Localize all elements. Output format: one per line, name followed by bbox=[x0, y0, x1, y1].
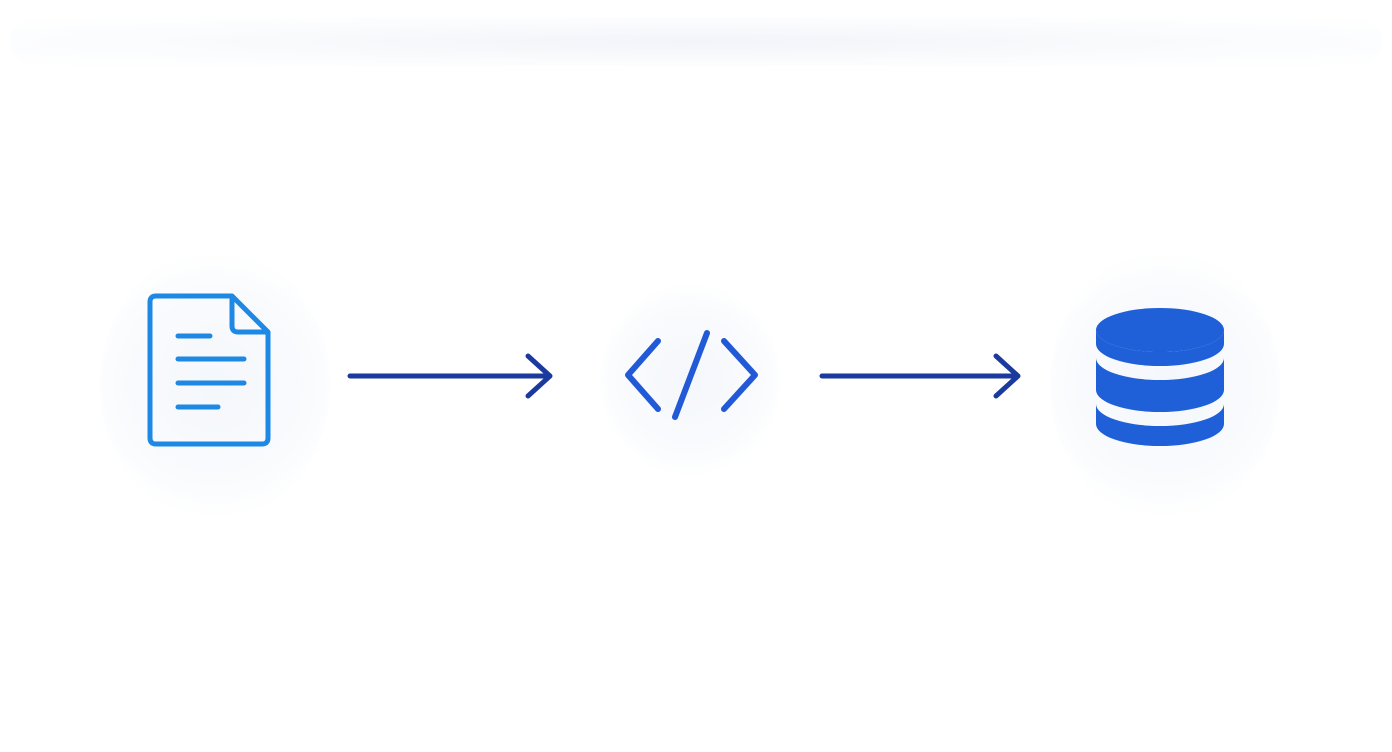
arrow-document-to-code bbox=[344, 350, 556, 402]
arrow-right-icon bbox=[347, 353, 553, 399]
code-node bbox=[620, 325, 765, 425]
document-icon bbox=[147, 293, 271, 447]
arrow-right-icon bbox=[819, 353, 1021, 399]
database-node bbox=[1090, 300, 1230, 455]
code-brackets-icon bbox=[625, 330, 758, 420]
arrow-code-to-database bbox=[816, 350, 1024, 402]
database-icon bbox=[1096, 308, 1224, 446]
top-band bbox=[10, 18, 1382, 66]
document-node bbox=[146, 290, 276, 450]
